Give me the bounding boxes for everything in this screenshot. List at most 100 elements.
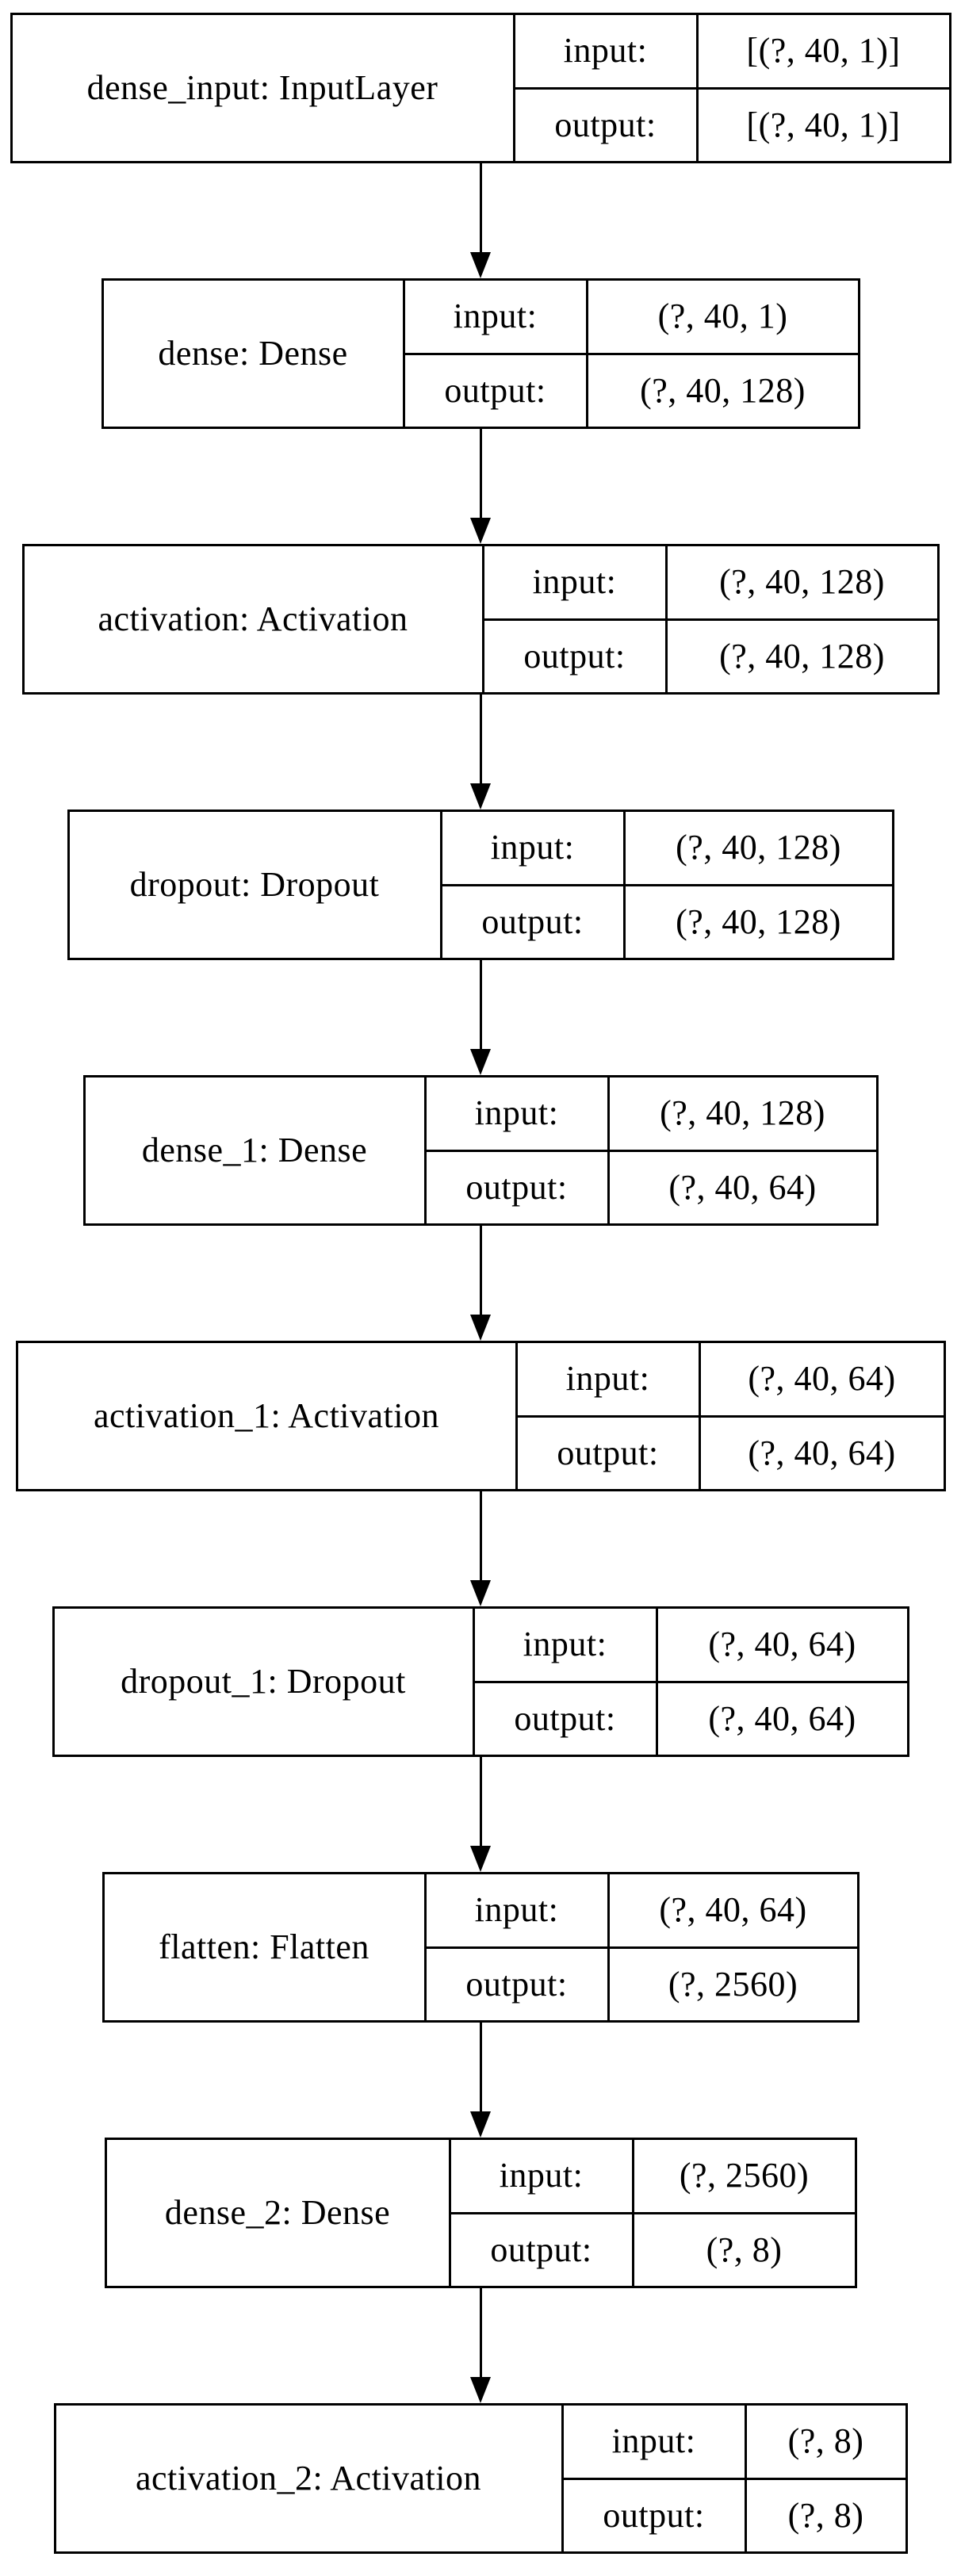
output-row: output: (?, 40, 64)	[475, 1682, 907, 1755]
output-label: output:	[451, 2214, 634, 2286]
output-row: output: (?, 40, 64)	[427, 1151, 876, 1223]
input-label: input:	[515, 15, 699, 87]
arrow-shaft	[479, 2023, 482, 2112]
arrow-shaft	[479, 2288, 482, 2378]
output-label: output:	[427, 1948, 610, 2020]
io-table: input: (?, 8) output: (?, 8)	[563, 2406, 905, 2551]
input-label: input:	[442, 812, 626, 884]
output-row: output: (?, 40, 128)	[405, 354, 858, 427]
io-table: input: (?, 40, 64) output: (?, 40, 64)	[474, 1609, 907, 1755]
layer-node-dense-1: dense_1: Dense input: (?, 40, 128) outpu…	[82, 1075, 879, 1226]
io-table: input: (?, 40, 128) output: (?, 40, 128)	[442, 812, 892, 958]
layer-name: dense_input: InputLayer	[13, 15, 515, 161]
flow-arrow	[470, 429, 491, 544]
layer-name: activation: Activation	[25, 546, 484, 692]
output-label: output:	[484, 620, 668, 692]
flow-arrow	[470, 1757, 491, 1872]
layer-node-activation-2: activation_2: Activation input: (?, 8) o…	[53, 2403, 908, 2554]
arrow-shaft	[479, 695, 482, 784]
layer-node-activation: activation: Activation input: (?, 40, 12…	[21, 544, 940, 695]
arrow-down-icon	[470, 518, 491, 544]
layer-name: dropout_1: Dropout	[55, 1609, 475, 1755]
arrow-shaft	[479, 1757, 482, 1847]
arrow-down-icon	[470, 252, 491, 278]
input-shape: (?, 8)	[787, 2421, 864, 2461]
flow-arrow	[470, 1491, 491, 1606]
io-table: input: (?, 2560) output: (?, 8)	[450, 2140, 855, 2286]
input-row: input: (?, 8)	[563, 2406, 905, 2480]
flow-arrow	[470, 2023, 491, 2138]
output-label: output:	[518, 1417, 701, 1489]
io-table: input: (?, 40, 128) output: (?, 40, 128)	[484, 546, 937, 692]
layer-name: activation_1: Activation	[18, 1343, 518, 1489]
input-shape: (?, 40, 64)	[748, 1359, 896, 1399]
arrow-shaft	[479, 960, 482, 1050]
layer-node-dropout: dropout: Dropout input: (?, 40, 128) out…	[67, 810, 894, 960]
flow-arrow	[470, 695, 491, 810]
arrow-down-icon	[470, 1580, 491, 1606]
output-row: output: (?, 8)	[564, 2479, 905, 2551]
output-row: output: (?, 2560)	[427, 1948, 857, 2020]
output-label: output:	[475, 1682, 658, 1755]
arrow-down-icon	[470, 1049, 491, 1075]
output-shape: [(?, 40, 1)]	[746, 105, 901, 144]
arrow-shaft	[479, 163, 482, 253]
layer-node-dense-input: dense_input: InputLayer input: [(?, 40, …	[10, 13, 951, 163]
input-label: input:	[475, 1609, 658, 1681]
flow-arrow	[470, 960, 491, 1075]
output-shape: (?, 2560)	[668, 1964, 798, 2004]
output-shape: (?, 40, 128)	[640, 370, 806, 410]
input-row: input: (?, 40, 1)	[404, 281, 858, 355]
arrow-down-icon	[470, 2377, 491, 2403]
output-row: output: [(?, 40, 1)]	[515, 89, 949, 161]
input-row: input: (?, 40, 128)	[426, 1077, 876, 1152]
layer-node-dropout-1: dropout_1: Dropout input: (?, 40, 64) ou…	[52, 1606, 909, 1757]
output-shape: (?, 8)	[787, 2495, 864, 2535]
layer-name: dense_2: Dense	[107, 2140, 451, 2286]
io-table: input: (?, 40, 128) output: (?, 40, 64)	[426, 1077, 876, 1223]
output-label: output:	[405, 354, 588, 427]
output-shape: (?, 40, 64)	[668, 1167, 817, 1207]
input-row: input: (?, 40, 64)	[474, 1609, 907, 1683]
arrow-down-icon	[470, 1315, 491, 1341]
layer-node-activation-1: activation_1: Activation input: (?, 40, …	[15, 1341, 946, 1491]
input-row: input: (?, 40, 128)	[442, 812, 892, 886]
output-label: output:	[427, 1151, 610, 1223]
input-label: input:	[427, 1077, 610, 1150]
flow-arrow	[470, 163, 491, 278]
arrow-down-icon	[470, 2111, 491, 2138]
layer-node-flatten: flatten: Flatten input: (?, 40, 64) outp…	[101, 1872, 860, 2023]
arrow-down-icon	[470, 1846, 491, 1872]
layer-name: flatten: Flatten	[105, 1874, 427, 2020]
layer-node-dense: dense: Dense input: (?, 40, 1) output: (…	[101, 278, 860, 429]
input-label: input:	[518, 1343, 701, 1415]
output-shape: (?, 40, 64)	[748, 1433, 896, 1472]
input-shape: (?, 40, 64)	[659, 1890, 807, 1930]
input-row: input: (?, 2560)	[450, 2140, 855, 2214]
input-row: input: [(?, 40, 1)]	[515, 15, 949, 90]
layer-name: activation_2: Activation	[56, 2406, 564, 2551]
input-label: input:	[484, 546, 668, 618]
input-row: input: (?, 40, 64)	[426, 1874, 857, 1949]
input-label: input:	[405, 281, 588, 353]
output-row: output: (?, 40, 128)	[484, 620, 937, 692]
output-row: output: (?, 40, 128)	[442, 886, 892, 958]
input-label: input:	[427, 1874, 610, 1946]
input-shape: (?, 40, 128)	[676, 828, 841, 867]
output-shape: (?, 40, 128)	[719, 636, 885, 676]
input-shape: (?, 2560)	[679, 2156, 810, 2195]
output-label: output:	[564, 2479, 747, 2551]
io-table: input: (?, 40, 1) output: (?, 40, 128)	[404, 281, 858, 427]
output-shape: (?, 8)	[706, 2230, 783, 2269]
input-shape: [(?, 40, 1)]	[746, 31, 901, 71]
input-shape: (?, 40, 128)	[719, 562, 885, 602]
input-shape: (?, 40, 1)	[657, 297, 788, 336]
layer-node-dense-2: dense_2: Dense input: (?, 2560) output: …	[104, 2138, 857, 2288]
layer-name: dense: Dense	[104, 281, 405, 427]
flow-arrow	[470, 2288, 491, 2403]
arrow-shaft	[479, 1226, 482, 1315]
layer-name: dropout: Dropout	[70, 812, 442, 958]
input-row: input: (?, 40, 64)	[517, 1343, 944, 1418]
output-label: output:	[515, 89, 699, 161]
